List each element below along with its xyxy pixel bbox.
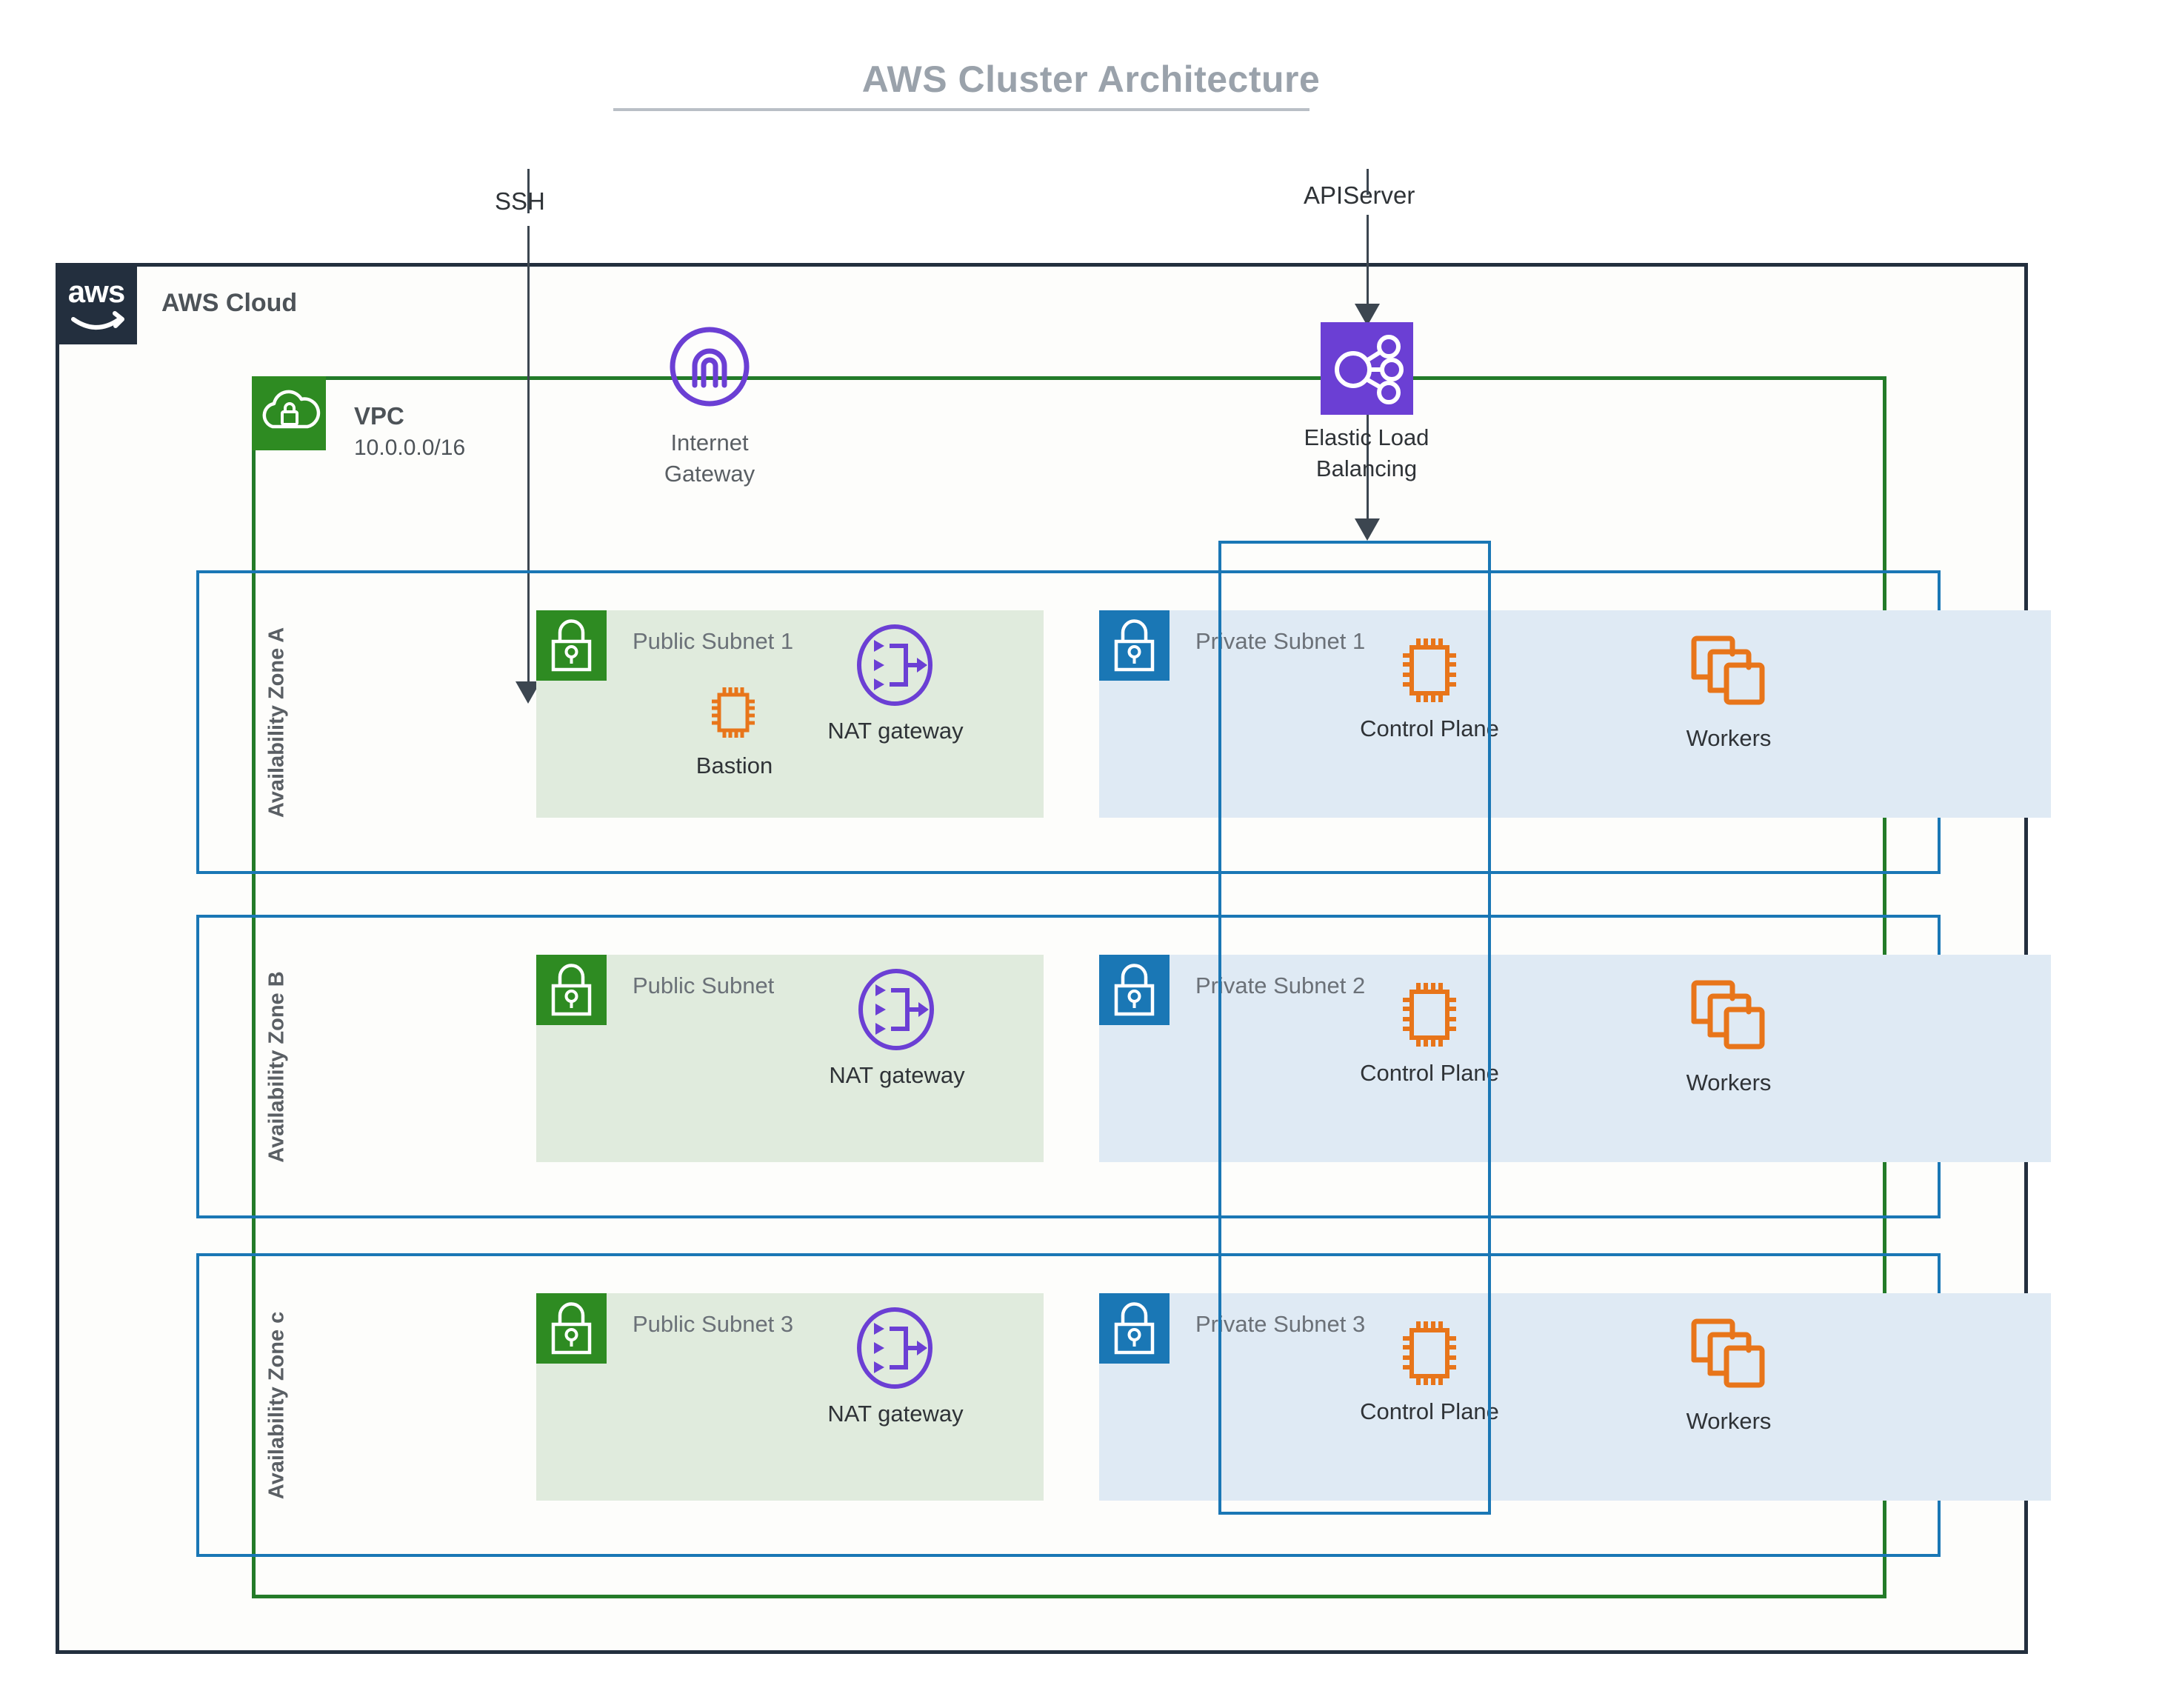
public-subnet-3-label: Public Subnet 3 [633,1311,794,1337]
apiserver-connector-line [1367,215,1369,307]
control-plane-label: Control Plane [1360,1060,1499,1086]
internet-gateway-label-line1: Internet [670,430,749,456]
internet-gateway-label-line2: Gateway [664,461,755,487]
private-subnet-1: Private Subnet 1 Control Plane [1099,610,2051,818]
cpu-chip-icon [1395,978,1464,1051]
cpu-chip-icon [1395,1317,1464,1390]
public-subnet-b: Public Subnet NAT gateway [536,955,1044,1162]
page-title: AWS Cluster Architecture [861,59,1321,100]
internet-gateway-icon [669,326,750,407]
aws-smile-logo-icon: aws [56,263,137,344]
private-subnet-3: Private Subnet 3 Control Plane [1099,1293,2051,1501]
lock-icon [1099,955,1170,1025]
az-c-label: Availability Zone c [264,1311,289,1500]
lock-icon [536,1293,607,1364]
availability-zone-c: Availability Zone c Public Subnet 3 [196,1253,2051,1557]
cpu-chip-icon [707,684,760,741]
title-divider [613,108,1309,111]
elastic-load-balancing-icon [1321,322,1413,415]
lock-icon [536,610,607,681]
public-subnet-1: Public Subnet 1 Bastion [536,610,1044,818]
az-a-label: Availability Zone A [264,627,289,818]
workers-label: Workers [1686,1070,1772,1095]
az-b-label: Availability Zone B [264,971,289,1163]
lock-icon [1099,1293,1170,1364]
aws-cloud-label: AWS Cloud [161,289,298,317]
vpc-cidr-label: 10.0.0.0/16 [354,436,466,460]
public-subnet-b-label: Public Subnet [633,973,775,998]
elb-label-line2: Balancing [1315,456,1418,481]
private-subnet-3-label: Private Subnet 3 [1195,1311,1366,1337]
ssh-connector-line [527,226,530,683]
workers-label: Workers [1686,1408,1772,1434]
elb-to-cluster-line [1367,411,1369,522]
elb-label-line1: Elastic Load [1304,424,1429,450]
public-subnet-3: Public Subnet 3 NAT gateway [536,1293,1044,1501]
stacked-instances-icon [1688,977,1766,1051]
control-plane-label: Control Plane [1360,1398,1499,1424]
nat-gateway-icon [855,624,935,707]
lock-icon [536,955,607,1025]
control-plane-cluster-boundary [1218,541,1491,1515]
cpu-chip-icon [1395,634,1464,707]
availability-zone-a: Availability Zone A Public Subnet 1 [196,570,2051,874]
private-subnet-2-label: Private Subnet 2 [1195,973,1366,998]
bastion-label: Bastion [695,753,773,778]
nat-gateway-label: NAT gateway [829,1062,965,1088]
nat-gateway-label: NAT gateway [827,718,964,744]
stacked-instances-icon [1688,1315,1766,1390]
edge-label-apiserver: APIServer [1304,181,1415,209]
nat-gateway-icon [856,968,936,1051]
public-subnet-1-label: Public Subnet 1 [633,628,794,654]
control-plane-label: Control Plane [1360,715,1499,741]
vpc-cloud-lock-icon [252,376,326,450]
apiserver-connector-top [1367,169,1369,195]
edge-label-ssh: SSH [495,187,545,215]
nat-gateway-label: NAT gateway [827,1401,964,1427]
elb-to-cluster-arrow-icon [1355,518,1380,541]
nat-gateway-icon [855,1307,935,1390]
vpc-title: VPC [354,402,404,430]
aws-logo-text: aws [67,274,125,309]
workers-label: Workers [1686,725,1772,751]
stacked-instances-icon [1688,633,1766,707]
private-subnet-2: Private Subnet 2 Control Plane [1099,955,2051,1162]
private-subnet-1-label: Private Subnet 1 [1195,628,1366,654]
lock-icon [1099,610,1170,681]
availability-zone-b: Availability Zone B Public Subnet [196,915,2051,1218]
ssh-connector-top [527,169,530,213]
